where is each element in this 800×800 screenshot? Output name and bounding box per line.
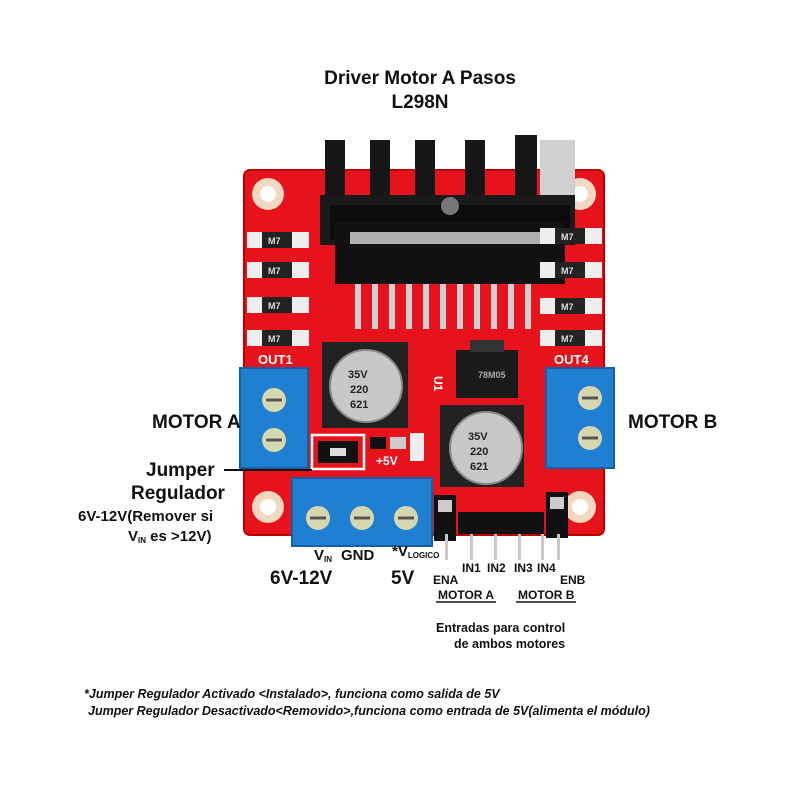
cap-text: 35V [348, 369, 368, 381]
cap-text: 220 [470, 446, 488, 458]
pin-in2-label: IN2 [487, 561, 506, 575]
diode-marking: M7 [561, 232, 574, 242]
diagram-title-line2: L298N [391, 92, 449, 113]
inputs-desc-line2: de ambos motores [454, 637, 566, 651]
jumper-label-line1: Jumper [146, 460, 215, 481]
diode-markings-left: M7 M7 M7 M7 [268, 236, 281, 344]
jumper-label-line2: Regulador [131, 483, 225, 504]
v5-label: 5V [391, 568, 415, 589]
diode-marking: M7 [268, 236, 281, 246]
terminal-out4 [545, 367, 615, 469]
pin-enb-label: ENB [560, 573, 586, 587]
pin-in1-label: IN1 [462, 561, 481, 575]
diode-marking: M7 [561, 334, 574, 344]
vin-label: VIN [314, 547, 332, 564]
gnd-label: GND [341, 547, 375, 564]
inputs-desc-line1: Entradas para control [436, 621, 566, 635]
pin-ena-label: ENA [433, 573, 459, 587]
diode-marking: M7 [268, 266, 281, 276]
diodes-right [540, 228, 602, 346]
vin-label-sub: IN [324, 555, 333, 564]
out4-label: OUT4 [554, 352, 589, 367]
input-pin-header [458, 512, 544, 534]
diode-marking: M7 [561, 266, 574, 276]
regulator-jumper [310, 433, 366, 471]
l298n-chip [335, 222, 565, 284]
pin-in3-label: IN3 [514, 561, 533, 575]
heatsink [320, 135, 575, 245]
cap-text: 621 [350, 399, 368, 411]
capacitor-1: 35V 220 621 [322, 342, 408, 428]
v-range-label: 6V-12V [270, 568, 333, 589]
cap-text: 35V [468, 431, 488, 443]
motor-a-label: MOTOR A [152, 412, 241, 433]
chip-pins [355, 284, 531, 329]
regulator-marking: 78M05 [478, 370, 506, 380]
motor-a-group-label: MOTOR A [438, 588, 494, 602]
diode-marking: M7 [268, 301, 281, 311]
pin-in4-label: IN4 [537, 561, 556, 575]
terminal-out1 [239, 367, 309, 469]
jumper-range-line2: VIN es >12V) [128, 528, 211, 545]
footnote-line2: Jumper Regulador Desactivado<Removido>,f… [88, 704, 650, 718]
input-pins [445, 534, 560, 560]
out1-label: OUT1 [258, 352, 293, 367]
footnote-line1: *Jumper Regulador Activado <Instalado>, … [84, 687, 500, 701]
vlogico-prefix: *V [392, 543, 408, 560]
cap-text: 220 [350, 384, 368, 396]
diode-marking: M7 [561, 302, 574, 312]
jumper-range-rest: es >12V) [146, 528, 212, 545]
diodes-left [247, 232, 309, 346]
diagram-title-line1: Driver Motor A Pasos [324, 68, 516, 89]
vin-v: V [128, 528, 139, 545]
terminal-power [291, 477, 433, 547]
vlogico-label: *VLOGICO [392, 543, 439, 560]
capacitor-2: 35V 220 621 [440, 405, 524, 487]
vin-sub: IN [138, 536, 147, 545]
diode-marking: M7 [268, 334, 281, 344]
cap-text: 621 [470, 461, 488, 473]
motor-b-group-label: MOTOR B [518, 588, 575, 602]
u1-label: U1 [431, 376, 445, 392]
regulator-chip [456, 350, 518, 398]
vlogico-sub: LOGICO [407, 551, 440, 560]
vin-label-v: V [314, 547, 325, 564]
motor-b-label: MOTOR B [628, 412, 718, 433]
jumper-range-line1: 6V-12V(Remover si [78, 508, 214, 525]
diode-markings-right: M7 M7 M7 M7 [561, 232, 574, 344]
plus5v-label: +5V [376, 454, 398, 468]
